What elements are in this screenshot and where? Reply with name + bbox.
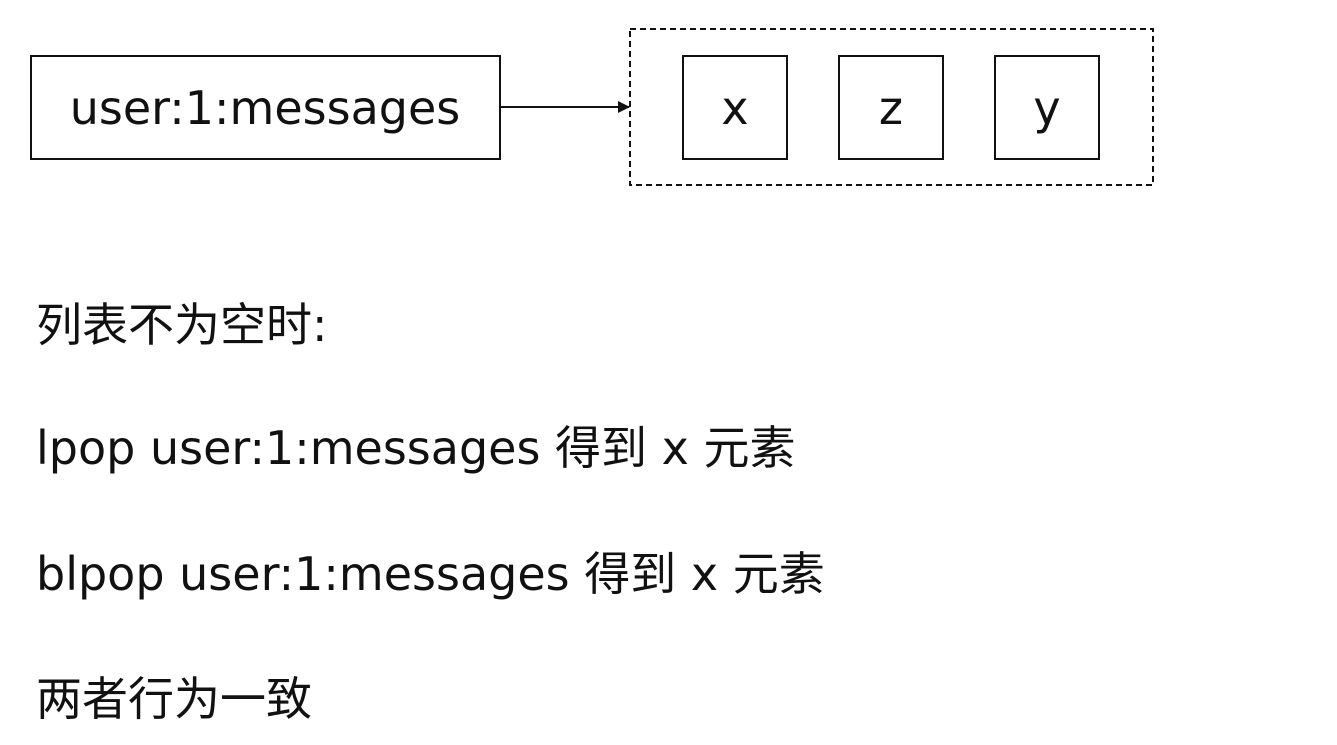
list-element-box (994, 55, 1100, 160)
list-element: z (838, 55, 944, 160)
list-key-node: user:1:messages (30, 55, 501, 160)
list-container (629, 28, 1154, 186)
condition-text: 列表不为空时: (36, 298, 328, 352)
conclusion-text: 两者行为一致 (36, 672, 312, 726)
list-key-label: user:1:messages (70, 81, 460, 135)
list-diagram: user:1:messages x z y (30, 28, 1154, 186)
list-element-label: x (721, 81, 748, 135)
list-key-box (30, 55, 501, 160)
list-element-box (682, 55, 788, 160)
blpop-description: blpop user:1:messages 得到 x 元素 (36, 547, 825, 601)
list-element: y (994, 55, 1100, 160)
list-element-label: z (879, 81, 903, 135)
list-element-box (838, 55, 944, 160)
list-element-label: y (1033, 81, 1060, 135)
lpop-description: lpop user:1:messages 得到 x 元素 (36, 421, 796, 475)
list-element: x (682, 55, 788, 160)
